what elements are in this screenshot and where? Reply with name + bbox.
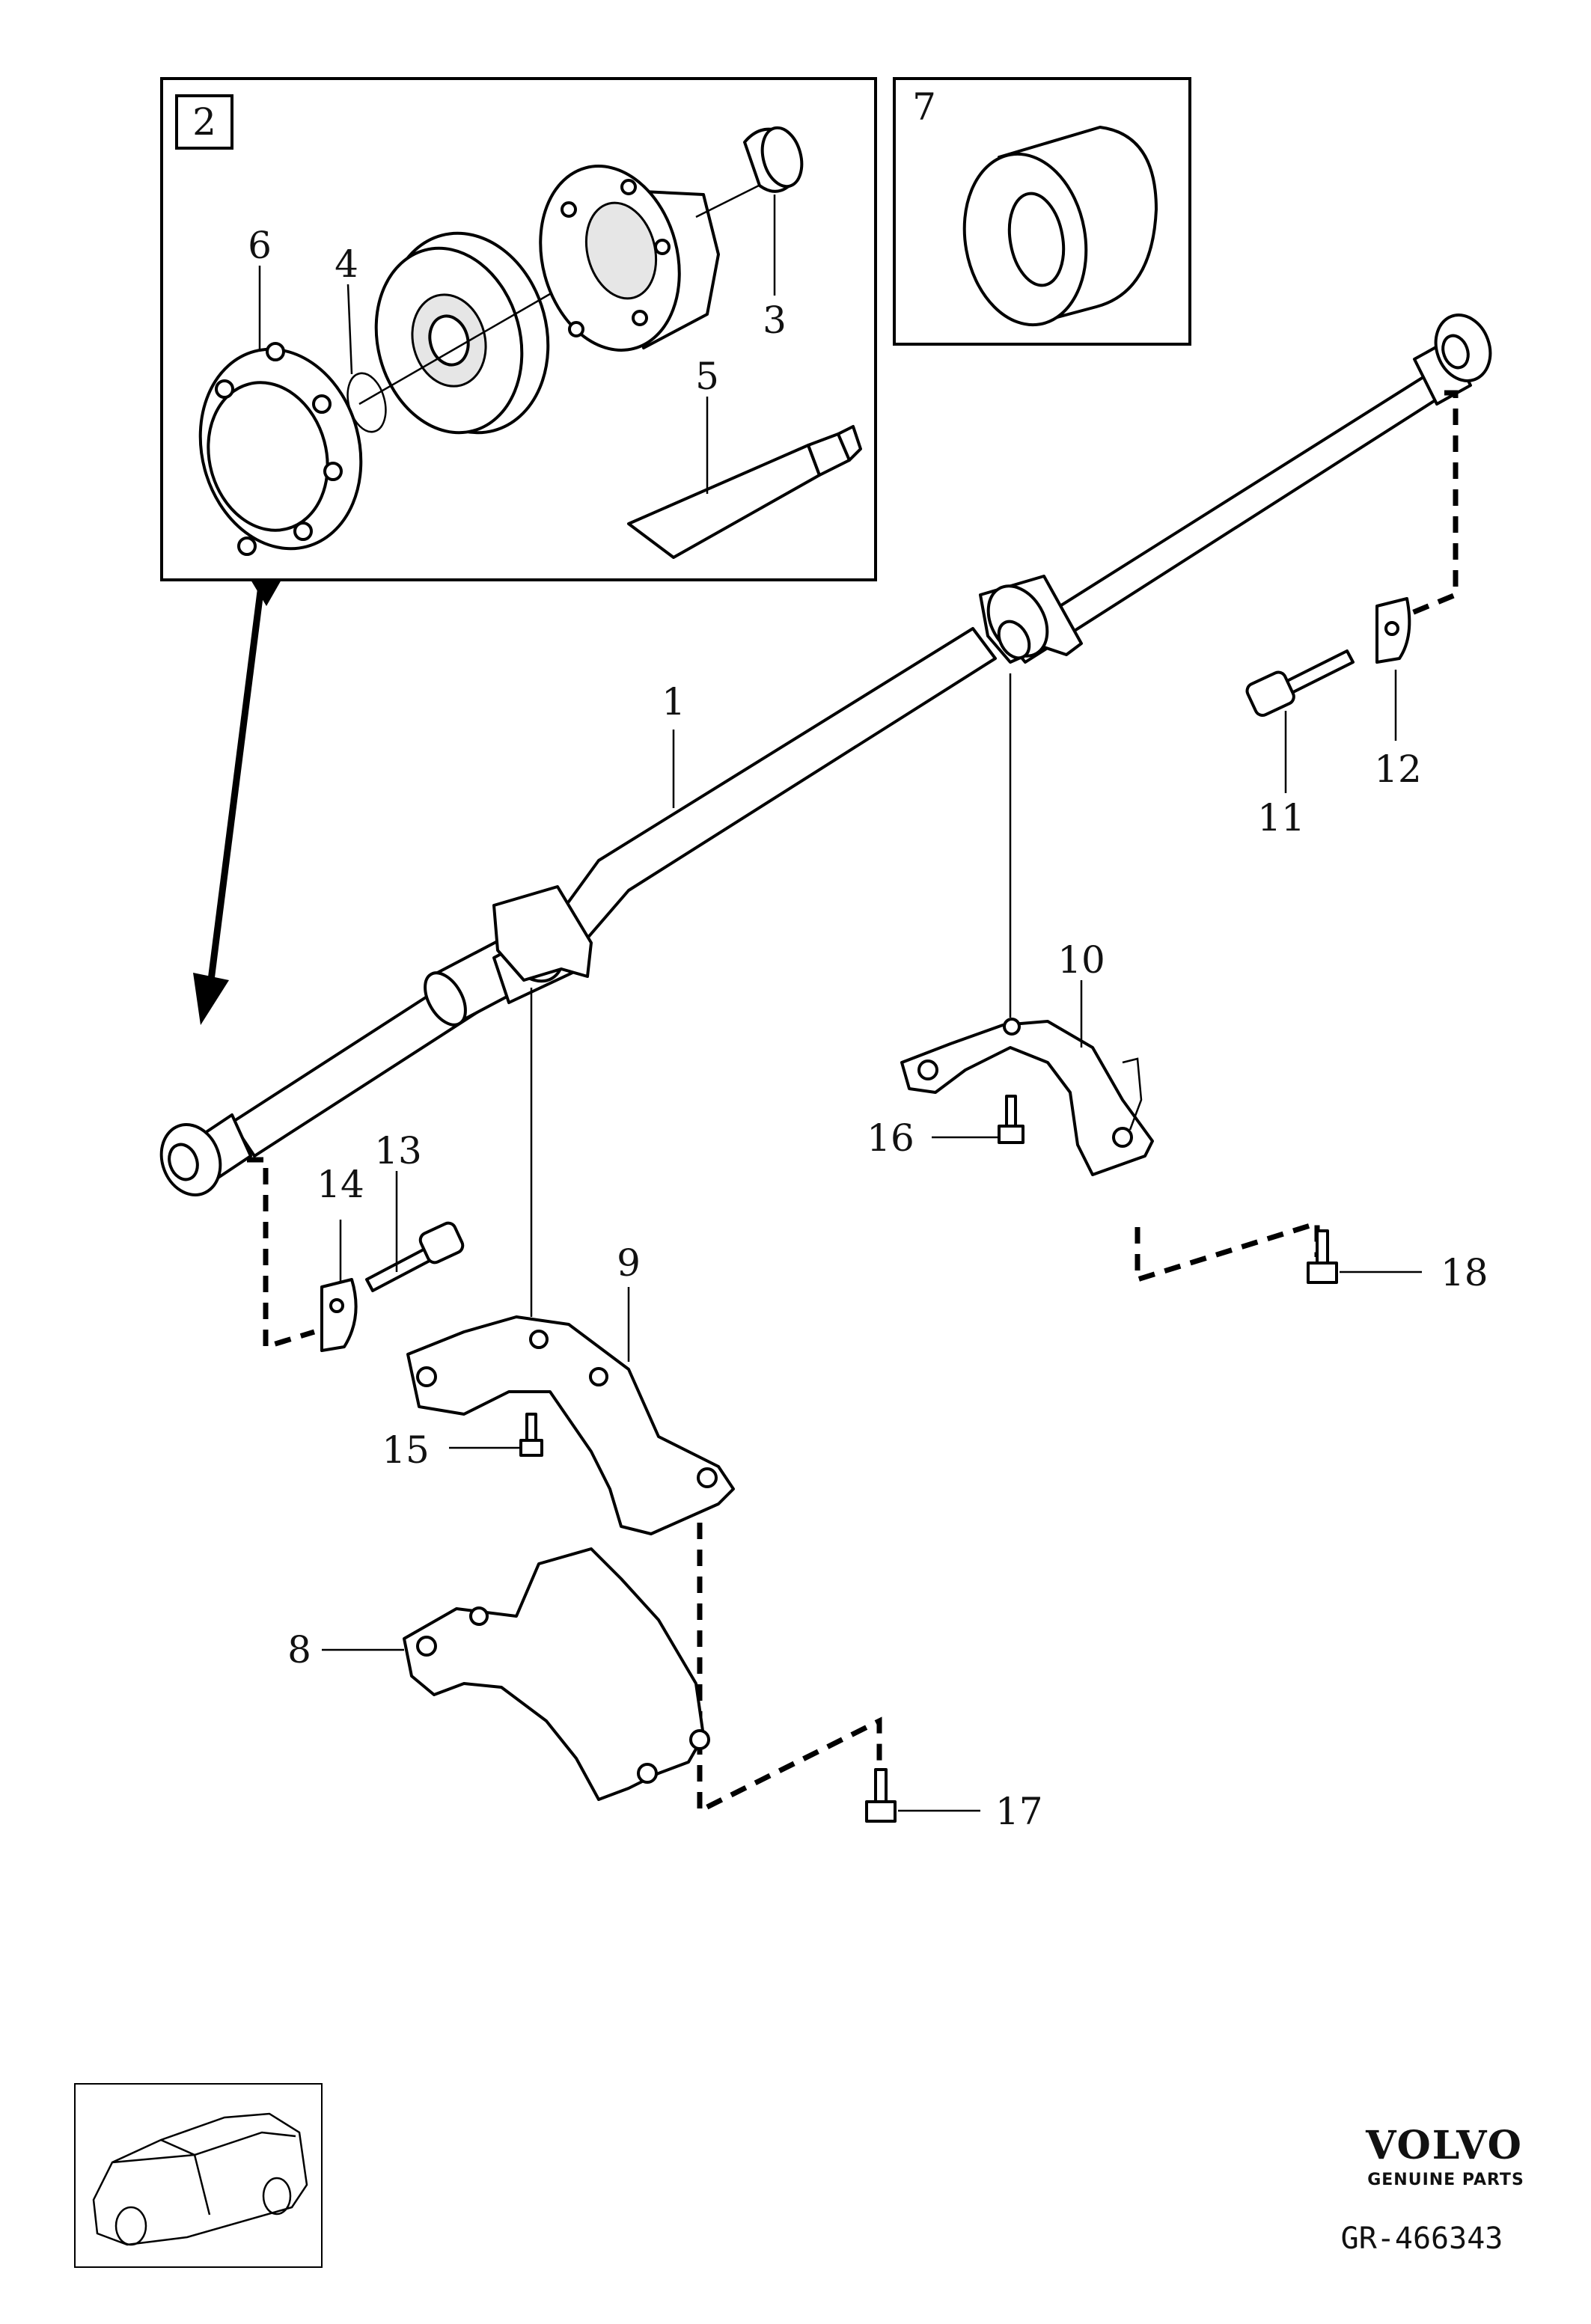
brand-name: VOLVO [1365, 2123, 1523, 2168]
callout-2: 2 [192, 100, 216, 144]
bracket-10 [900, 1018, 1154, 1176]
callout-9: 9 [617, 1241, 641, 1285]
bolt-18 [1307, 1229, 1338, 1284]
callout-5: 5 [695, 355, 719, 398]
ref-line-mid-rear [1135, 1220, 1320, 1283]
callout-13: 13 [374, 1129, 422, 1172]
callout-6: 6 [248, 224, 272, 267]
hub-flange [539, 165, 720, 352]
washer-12 [1375, 597, 1411, 664]
washer-14 [320, 1278, 358, 1352]
bolt-17 [865, 1768, 897, 1823]
brand-logo: VOLVO GENUINE PARTS [1365, 2123, 1524, 2189]
vehicle-thumbnail [74, 2083, 323, 2268]
inset-damper: 7 [893, 77, 1191, 346]
circlip [346, 372, 387, 433]
callout-18: 18 [1441, 1251, 1488, 1294]
callout-12: 12 [1374, 747, 1422, 791]
reference-code: GR-466343 [1341, 2221, 1503, 2256]
callout-4: 4 [335, 242, 358, 286]
callout-17: 17 [995, 1790, 1043, 1833]
callout-10: 10 [1057, 938, 1105, 982]
detail-arrow [193, 579, 281, 1025]
callout-1: 1 [662, 680, 685, 724]
ref-line-rear [1390, 390, 1459, 624]
flange-cap [198, 342, 363, 556]
inset-joint-kit: 2 [160, 77, 877, 581]
bearing-ring [743, 126, 804, 193]
callout-7: 7 [912, 85, 936, 129]
bolt-13 [365, 1221, 465, 1292]
bolt-15 [519, 1413, 543, 1457]
callout-14: 14 [317, 1163, 364, 1206]
ref-line-front [247, 1157, 316, 1351]
bolt-16 [998, 1095, 1024, 1144]
ref-line-mid-front [697, 1523, 882, 1815]
heat-shield-8 [403, 1547, 710, 1801]
propeller-shaft [159, 314, 1492, 1196]
callout-15: 15 [382, 1428, 430, 1472]
grease-tube [627, 425, 862, 559]
bolt-11 [1245, 649, 1355, 717]
callout-8: 8 [287, 1628, 311, 1672]
brand-tagline: GENUINE PARTS [1367, 2171, 1524, 2189]
bracket-9 [406, 1315, 735, 1535]
callout-11: 11 [1257, 796, 1305, 840]
callout-16: 16 [867, 1116, 914, 1160]
callout-3: 3 [763, 299, 787, 342]
